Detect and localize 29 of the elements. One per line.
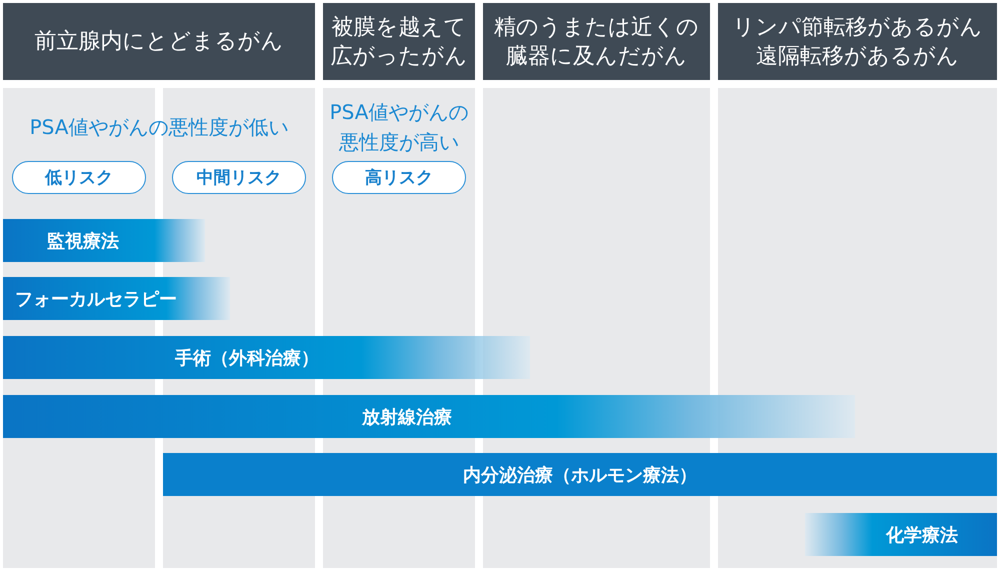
stage-header-text: リンパ節転移があるがん <box>732 14 982 42</box>
treatment-label: 化学療法 <box>886 524 958 548</box>
treatment-label: フォーカルセラピー <box>15 288 177 312</box>
stage-header-text: 前立腺内にとどまるがん <box>34 28 284 56</box>
treatment-label: 監視療法 <box>47 230 119 254</box>
risk-pill <box>12 161 146 194</box>
treatment-bar <box>3 336 530 379</box>
stage-header-text: 被膜を越えて広がったがん <box>330 14 468 70</box>
stage-header <box>718 3 997 80</box>
stage-header <box>483 3 710 80</box>
stage-header <box>3 3 315 80</box>
stage-header-text: 精のうまたは近くの臓器に及んだがん <box>493 14 700 70</box>
treatment-bar <box>805 513 997 556</box>
risk-level-label: 中間リスク <box>196 167 282 189</box>
treatment-bar <box>3 277 230 320</box>
risk-level-label: 低リスク <box>45 167 113 189</box>
treatment-bar <box>163 453 997 496</box>
treatment-label: 手術（外科治療） <box>175 346 319 370</box>
treatment-label: 内分泌治療（ホルモン療法） <box>463 464 697 488</box>
risk-description: PSA値やがんの悪性度が低い <box>30 114 288 141</box>
risk-description: PSA値やがんの悪性度が高い <box>328 99 470 156</box>
treatment-bar <box>3 219 205 262</box>
stage-header <box>323 3 475 80</box>
treatment-bar <box>3 395 855 438</box>
risk-pill <box>172 161 306 194</box>
treatment-label: 放射線治療 <box>362 406 452 430</box>
stage-header-text: 遠隔転移があるがん <box>756 42 959 70</box>
risk-pill <box>332 161 466 194</box>
risk-level-label: 高リスク <box>365 167 433 189</box>
